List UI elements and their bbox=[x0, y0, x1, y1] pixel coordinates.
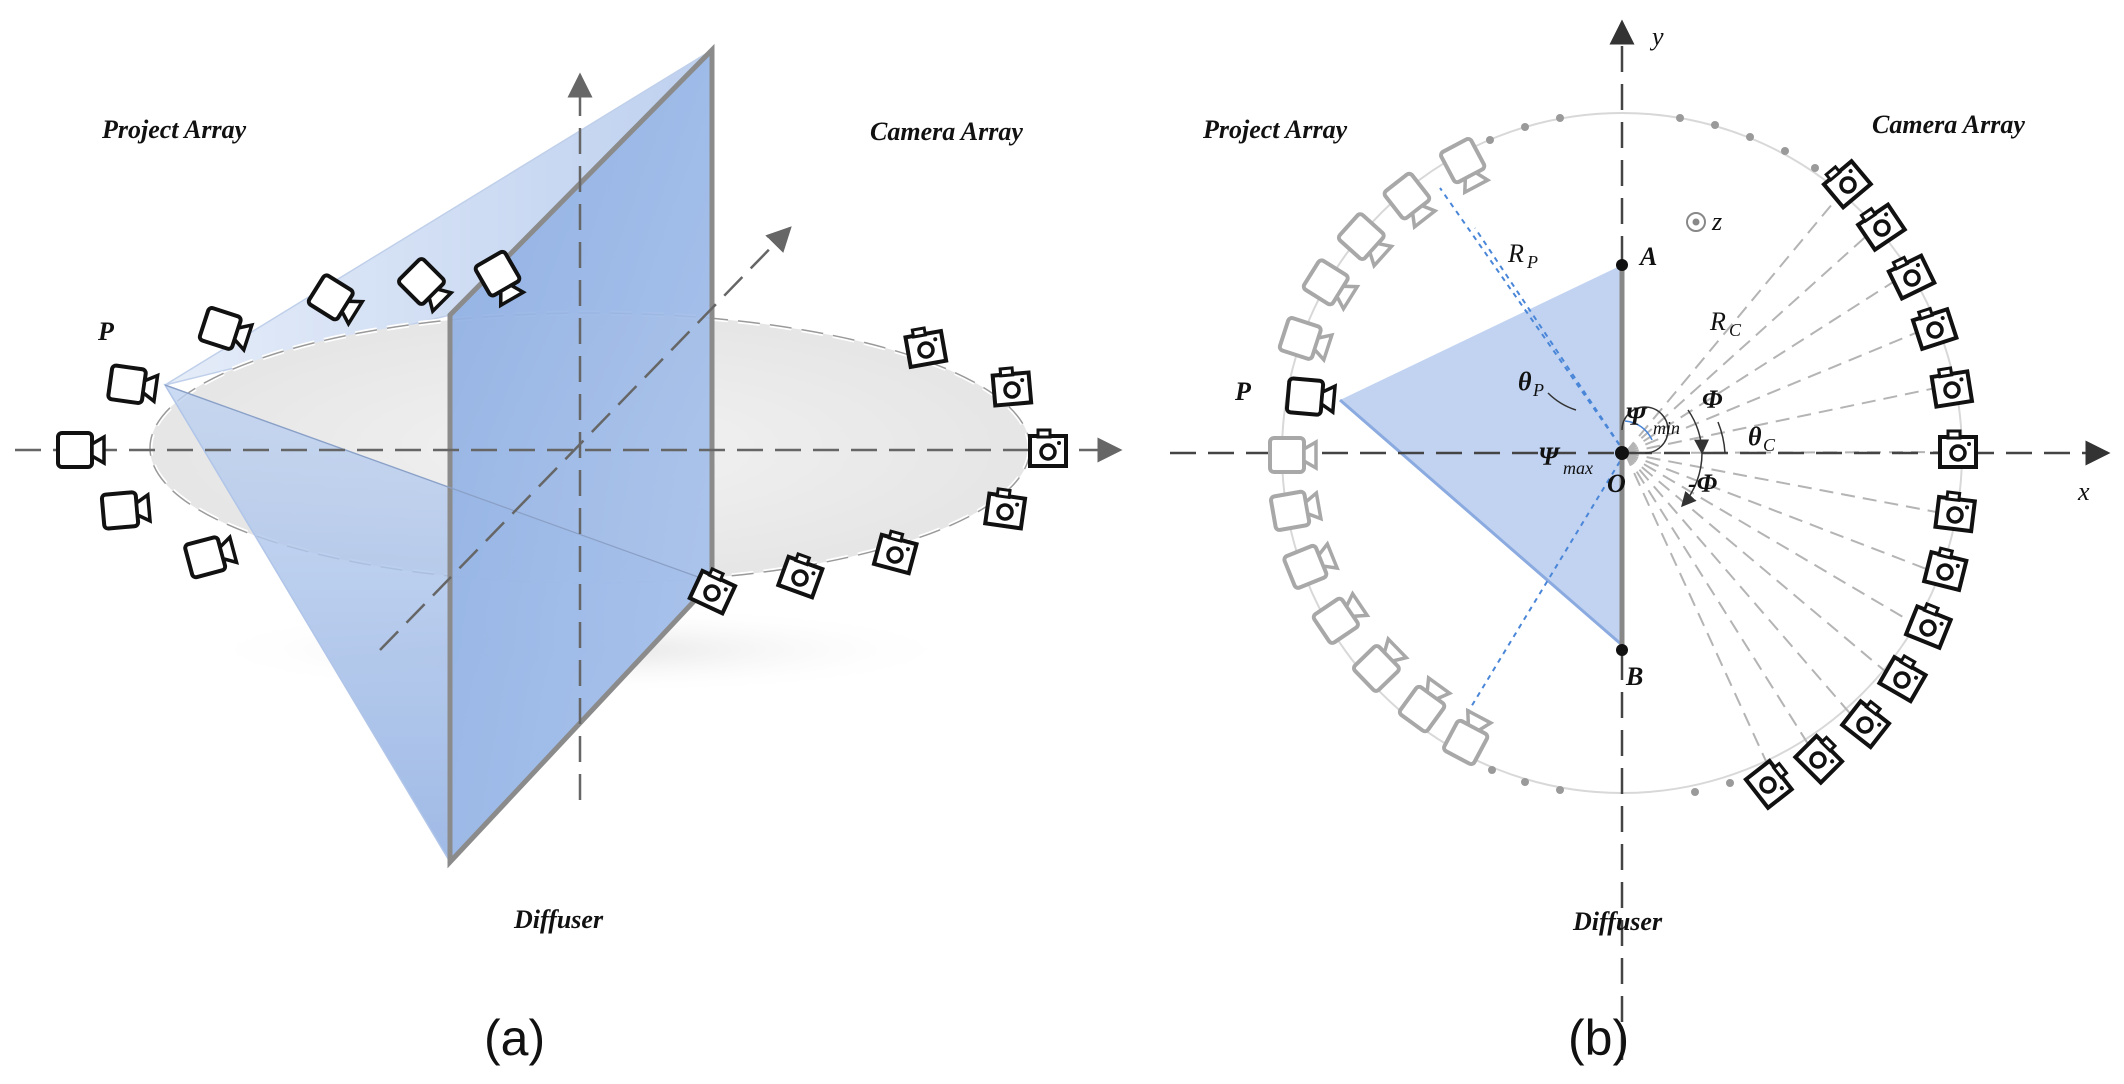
camera-icon bbox=[1795, 732, 1846, 783]
projector-icon bbox=[1440, 138, 1492, 195]
psi-min-arc-2 bbox=[1624, 420, 1653, 441]
svg-text:θ: θ bbox=[1518, 367, 1532, 396]
camera-icon bbox=[1909, 301, 1959, 351]
point-a-label: A bbox=[1638, 242, 1657, 271]
camera-icon bbox=[1938, 429, 1978, 469]
caption-b: (b) bbox=[1568, 1010, 1629, 1066]
origin-label: O bbox=[1607, 469, 1626, 498]
z-axis-marker-inner bbox=[1692, 218, 1700, 226]
axis-x-label: x bbox=[2077, 477, 2090, 506]
theta-p-pointer bbox=[1547, 392, 1577, 411]
camera-icon bbox=[983, 485, 1028, 531]
projector-icon bbox=[196, 305, 256, 356]
point-a bbox=[1616, 259, 1628, 271]
project-array-label-a: Project Array bbox=[101, 115, 247, 144]
projector-icon bbox=[1350, 634, 1412, 695]
theta-p-label: θ P bbox=[1518, 367, 1544, 400]
z-axis-marker-outer bbox=[1686, 212, 1706, 232]
svg-text:min: min bbox=[1653, 418, 1680, 438]
camera-icon bbox=[1922, 544, 1970, 592]
svg-text:P: P bbox=[1532, 380, 1544, 400]
rp-label: R P bbox=[1507, 239, 1538, 272]
camera-icon bbox=[1886, 250, 1934, 298]
ray-line bbox=[164, 384, 713, 583]
diffuser-label-a: Diffuser bbox=[513, 905, 604, 934]
projector-rays bbox=[1439, 187, 1626, 713]
camera-icon bbox=[1904, 598, 1955, 650]
projector-icon bbox=[1276, 315, 1336, 366]
projection-triangle bbox=[1340, 265, 1622, 645]
axis-y-label: y bbox=[1649, 22, 1664, 51]
svg-text:θ: θ bbox=[1748, 422, 1762, 451]
camera-icon bbox=[1743, 755, 1799, 810]
projector-icon bbox=[1443, 709, 1495, 766]
projector-icon bbox=[105, 363, 161, 408]
projector-icon bbox=[1335, 210, 1397, 271]
projector-icon bbox=[182, 531, 240, 581]
svg-text:C: C bbox=[1729, 320, 1742, 340]
theta-c-label: θ C bbox=[1748, 422, 1776, 455]
projector-p-label-b: P bbox=[1234, 377, 1252, 406]
camera-array-label-a: Camera Array bbox=[870, 117, 1023, 146]
project-array-label-b: Project Array bbox=[1202, 115, 1348, 144]
projector-icon bbox=[1381, 170, 1441, 232]
projector-p-label-a: P bbox=[97, 317, 115, 346]
psi-min-arc bbox=[1621, 406, 1669, 454]
axis-z-label: z bbox=[1711, 207, 1722, 236]
camera-icon bbox=[990, 364, 1034, 408]
neg-phi-arc bbox=[1681, 452, 1703, 508]
svg-text:R: R bbox=[1709, 307, 1726, 336]
active-projector-b bbox=[1284, 376, 1338, 419]
projector-icon bbox=[56, 431, 106, 469]
projector-icon bbox=[1310, 588, 1372, 647]
point-b bbox=[1616, 644, 1628, 656]
phi-label: Φ bbox=[1702, 385, 1723, 414]
projector-icon bbox=[1300, 256, 1362, 315]
svg-text:R: R bbox=[1507, 239, 1524, 268]
projector-icon bbox=[1268, 436, 1318, 474]
camera-icon bbox=[1028, 428, 1068, 468]
panel-b: Project Array Camera Array Diffuser P y … bbox=[1170, 19, 2111, 1066]
phi-arc bbox=[1687, 409, 1710, 455]
triangle-edge bbox=[1339, 398, 1623, 647]
camera-icon bbox=[1933, 488, 1978, 534]
camera-icon bbox=[902, 323, 949, 369]
projector-icon bbox=[99, 488, 153, 531]
rc-label: R C bbox=[1709, 307, 1742, 340]
projector-icon bbox=[1284, 376, 1338, 419]
projector-icon bbox=[1398, 676, 1453, 733]
neg-phi-label: -Φ bbox=[1688, 469, 1718, 498]
origin-point bbox=[1615, 446, 1629, 460]
psi-max-label: Ψ max bbox=[1538, 442, 1593, 478]
camera-icon bbox=[1852, 197, 1907, 252]
projector-icon bbox=[1268, 487, 1324, 533]
point-b-label: B bbox=[1625, 662, 1643, 691]
svg-text:P: P bbox=[1526, 252, 1538, 272]
svg-text:Ψ: Ψ bbox=[1538, 442, 1561, 471]
camera-icon bbox=[1928, 363, 1974, 409]
projector-icon bbox=[1281, 538, 1341, 592]
svg-text:C: C bbox=[1763, 435, 1776, 455]
camera-icon bbox=[1877, 649, 1931, 704]
caption-a: (a) bbox=[484, 1010, 545, 1066]
svg-text:max: max bbox=[1563, 458, 1593, 478]
camera-icon bbox=[1818, 154, 1873, 210]
psi-min-label: Ψ min bbox=[1625, 402, 1680, 438]
panel-a: Project Array Camera Array Diffuser P (a… bbox=[15, 43, 1123, 1066]
theta-c-arc bbox=[1717, 421, 1726, 454]
z-axis-a bbox=[379, 226, 792, 651]
svg-text:Ψ: Ψ bbox=[1625, 402, 1648, 431]
camera-array-label-b: Camera Array bbox=[1872, 110, 2025, 139]
diffuser-label-b: Diffuser bbox=[1572, 907, 1663, 936]
